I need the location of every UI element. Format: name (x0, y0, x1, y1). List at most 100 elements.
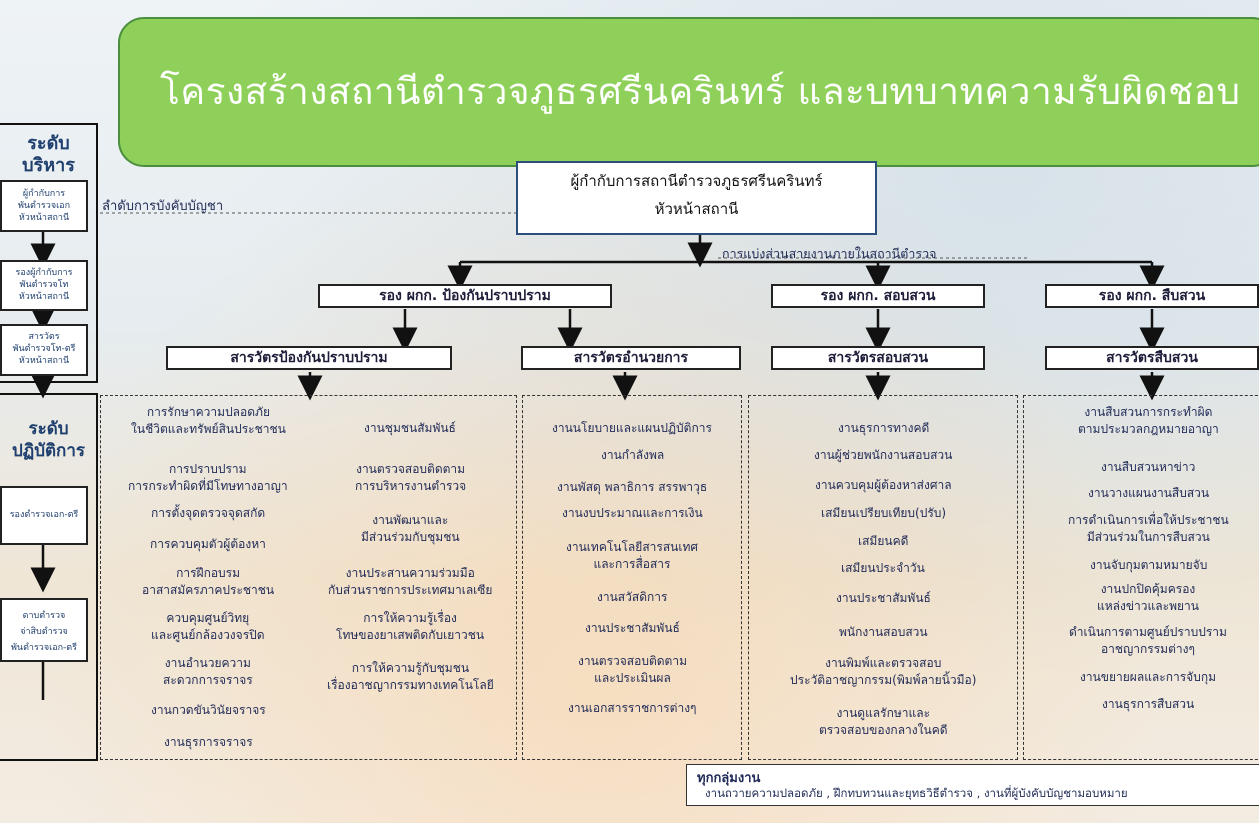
duty-item-line: พนักงานสอบสวน (839, 625, 928, 639)
duty-item-line: ตามประมวลกฎหมายอาญา (1078, 422, 1219, 436)
deputy-inquiry-box: รอง ผกก. สืบสวน (1045, 284, 1259, 308)
duty-item: งานปกปิดคุ้มครองแหล่งข่าวและพยาน (1097, 581, 1199, 615)
duty-item-line: การบริหารงานตำรวจ (355, 479, 467, 493)
page-title: โครงสร้างสถานีตำรวจภูธรศรีนครินทร์ และบท… (160, 70, 1241, 113)
admin-box-text: หัวหน้าสถานี (18, 213, 70, 223)
duty-item: การดำเนินการเพื่อให้ประชาชนมีส่วนร่วมในก… (1068, 512, 1229, 546)
duty-item-line: งานกำลังพล (601, 448, 665, 462)
duty-item-line: งานเทคโนโลยีสารสนเทศ (566, 540, 698, 554)
duty-item-line: การให้ความรู้เรื่อง (363, 611, 457, 625)
admin-level-line1: ระดับ (27, 133, 70, 154)
duty-item: งานเทคโนโลยีสารสนเทศและการสื่อสาร (566, 539, 698, 573)
duty-item: งานดูแลรักษาและตรวจสอบของกลางในคดี (819, 705, 948, 739)
duty-item-line: งานพิมพ์และตรวจสอบ (825, 656, 942, 670)
deputy-prevention-box: รอง ผกก. ป้องกันปราบปราม (318, 284, 612, 308)
duty-item-line: การปราบปราม (169, 462, 247, 476)
duty-item-line: และศูนย์กล้องวงจรปิด (151, 628, 265, 642)
duty-item: งานพัฒนาและมีส่วนร่วมกับชุมชน (361, 512, 460, 546)
duty-item: เสมียนประจำวัน (841, 560, 925, 577)
duty-item-line: งานประสานความร่วมมือ (345, 566, 475, 580)
duty-item: งานจับกุมตามหมายจับ (1090, 557, 1207, 574)
duty-item: งานพัสดุ พลาธิการ สรรพาวุธ (557, 479, 707, 496)
duty-item: งานกำลังพล (601, 447, 664, 464)
duty-item: งานนโยบายและแผนปฏิบัติการ (552, 420, 712, 437)
duty-item-line: งานนโยบายและแผนปฏิบัติการ (552, 421, 712, 435)
admin-box-text: พันตำรวจโท (19, 280, 69, 290)
duty-item-line: การรักษาความปลอดภัย (146, 405, 270, 419)
admin-box-text: หัวหน้าสถานี (18, 356, 70, 366)
duty-item-line: งานปกปิดคุ้มครอง (1100, 582, 1196, 596)
duty-item-line: การฝึกอบรม (176, 566, 241, 580)
duty-item: การให้ความรู้กับชุมชนเรื่องอาชญากรรมทางเ… (327, 660, 494, 694)
duty-item-line: สะดวกการจราจร (163, 673, 253, 687)
admin-box-text: รองผู้กำกับการ (15, 268, 73, 278)
duty-item-line: เสมียนประจำวัน (841, 561, 925, 575)
duty-item: การให้ความรู้เรื่องโทษของยาเสพติดกับเยาว… (336, 610, 484, 644)
admin-box-text: พันตำรวจโท-ตรี (12, 344, 76, 354)
duty-item-line: เรื่องอาชญากรรมทางเทคโนโลยี (327, 678, 494, 692)
admin-box-inspector: สารวัตร พันตำรวจโท-ตรี หัวหน้าสถานี (0, 324, 88, 376)
admin-box-text: พันตำรวจเอก (17, 201, 71, 211)
ops-level-heading: ระดับ ปฏิบัติการ (0, 418, 97, 462)
duty-item: งานกวดขันวินัยจราจร (151, 702, 266, 719)
inspector-admin-box: สารวัตรอำนวยการ (521, 346, 741, 370)
chain-of-command-label: ลำดับการบังคับบัญชา (102, 199, 224, 214)
duty-item-line: งานพัสดุ พลาธิการ สรรพาวุธ (557, 480, 708, 494)
duty-item: งานผู้ช่วยพนักงานสอบสวน (814, 447, 952, 464)
duty-item-line: งานสืบสวนการกระทำผิด (1084, 405, 1213, 419)
chief-subtitle: หัวหน้าสถานี (654, 200, 739, 218)
duty-item: การควบคุมตัวผู้ต้องหา (150, 536, 266, 553)
duty-item-line: ควบคุมศูนย์วิทยุ (166, 611, 250, 625)
chief-box: ผู้กำกับการสถานีตำรวจภูธรศรีนครินทร์ หัว… (516, 161, 877, 235)
duty-item: งานประชาสัมพันธ์ (585, 620, 680, 637)
duty-item-line: งานผู้ช่วยพนักงานสอบสวน (814, 448, 953, 462)
duty-item: งานสืบสวนหาข่าว (1101, 459, 1195, 476)
admin-box-chief: ผู้กำกับการ พันตำรวจเอก หัวหน้าสถานี (0, 180, 88, 232)
ops-box-text: จ่าสิบตำรวจ (20, 627, 68, 637)
ops-box-text: พันตำรวจเอก-ตรี (10, 643, 77, 653)
duty-item: การตั้งจุดตรวจจุดสกัด (151, 505, 265, 522)
duty-item-line: ตรวจสอบของกลางในคดี (819, 723, 948, 737)
duty-item: การรักษาความปลอดภัยในชีวิตและทรัพย์สินปร… (131, 404, 286, 438)
deputy-investigation-box: รอง ผกก. สอบสวน (771, 284, 985, 308)
duty-item-line: และการสื่อสาร (593, 557, 671, 571)
duty-item-line: งานอำนวยความ (164, 656, 251, 670)
duty-item-line: งานพัฒนาและ (372, 513, 449, 527)
duty-item-line: งานขยายผลและการจับกุม (1080, 670, 1216, 684)
admin-box-deputy: รองผู้กำกับการ พันตำรวจโท หัวหน้าสถานี (0, 260, 88, 311)
duty-item: งานพิมพ์และตรวจสอบประวัติอาชญากรรม(พิมพ์… (790, 655, 976, 689)
duty-item-line: ดำเนินการตามศูนย์ปราบปราม (1069, 625, 1227, 639)
duty-item: ควบคุมศูนย์วิทยุและศูนย์กล้องวงจรปิด (151, 610, 265, 644)
inspector-inquiry-box: สารวัตรสืบสวน (1045, 346, 1259, 370)
chief-title: ผู้กำกับการสถานีตำรวจภูธรศรีนครินทร์ (570, 172, 823, 190)
ops-level-line1: ระดับ (28, 419, 69, 439)
duty-item-line: การกระทำผิดที่มีโทษทางอาญา (128, 479, 288, 493)
duty-item: งานตรวจสอบติดตามและประเมินผล (578, 653, 687, 687)
duty-item-line: งานประชาสัมพันธ์ (836, 591, 931, 605)
duty-item-line: การดำเนินการเพื่อให้ประชาชน (1068, 513, 1229, 527)
ops-box-officer: รองตำรวจเอก-ตรี (0, 486, 88, 545)
duty-item-line: งานควบคุมผู้ต้องหาส่งศาล (815, 478, 952, 492)
ops-level-line2: ปฏิบัติการ (11, 441, 85, 461)
admin-box-text: ผู้กำกับการ (22, 189, 66, 199)
duty-item: งานประสานความร่วมมือกับส่วนราชการประเทศม… (328, 565, 492, 599)
duty-item: งานขยายผลและการจับกุม (1080, 669, 1216, 686)
duty-item: งานสืบสวนการกระทำผิดตามประมวลกฎหมายอาญา (1078, 404, 1219, 438)
duty-item-line: การให้ความรู้กับชุมชน (351, 661, 470, 675)
duty-item-line: มีส่วนร่วมในการสืบสวน (1086, 530, 1210, 544)
duty-item-line: เสมียนเปรียบเทียบ(ปรับ) (821, 506, 947, 520)
title-banner (118, 17, 1259, 167)
all-groups-box: ทุกกลุ่มงาน งานถวายความปลอดภัย , ฝึกทบทว… (686, 764, 1259, 806)
duty-item: งานธุรการจราจร (164, 734, 253, 751)
duty-item-line: งานชุมชนสัมพันธ์ (364, 421, 456, 435)
duty-item: การฝึกอบรมอาสาสมัครภาคประชาชน (142, 565, 274, 599)
duty-item: งานธุรการสืบสวน (1102, 696, 1194, 713)
all-groups-label: ทุกกลุ่มงาน (697, 771, 761, 786)
admin-box-text: หัวหน้าสถานี (18, 292, 70, 302)
duty-item-line: งานธุรการจราจร (164, 735, 253, 749)
all-groups-text: งานถวายความปลอดภัย , ฝึกทบทวนและยุทธวิธี… (705, 786, 1128, 800)
duties-inquiry-box (1023, 395, 1259, 760)
duty-item: เสมียนคดี (858, 533, 908, 550)
duty-item-line: และประเมินผล (594, 671, 671, 685)
inspector-prevention-box: สารวัตรป้องกันปราบปราม (166, 346, 452, 370)
